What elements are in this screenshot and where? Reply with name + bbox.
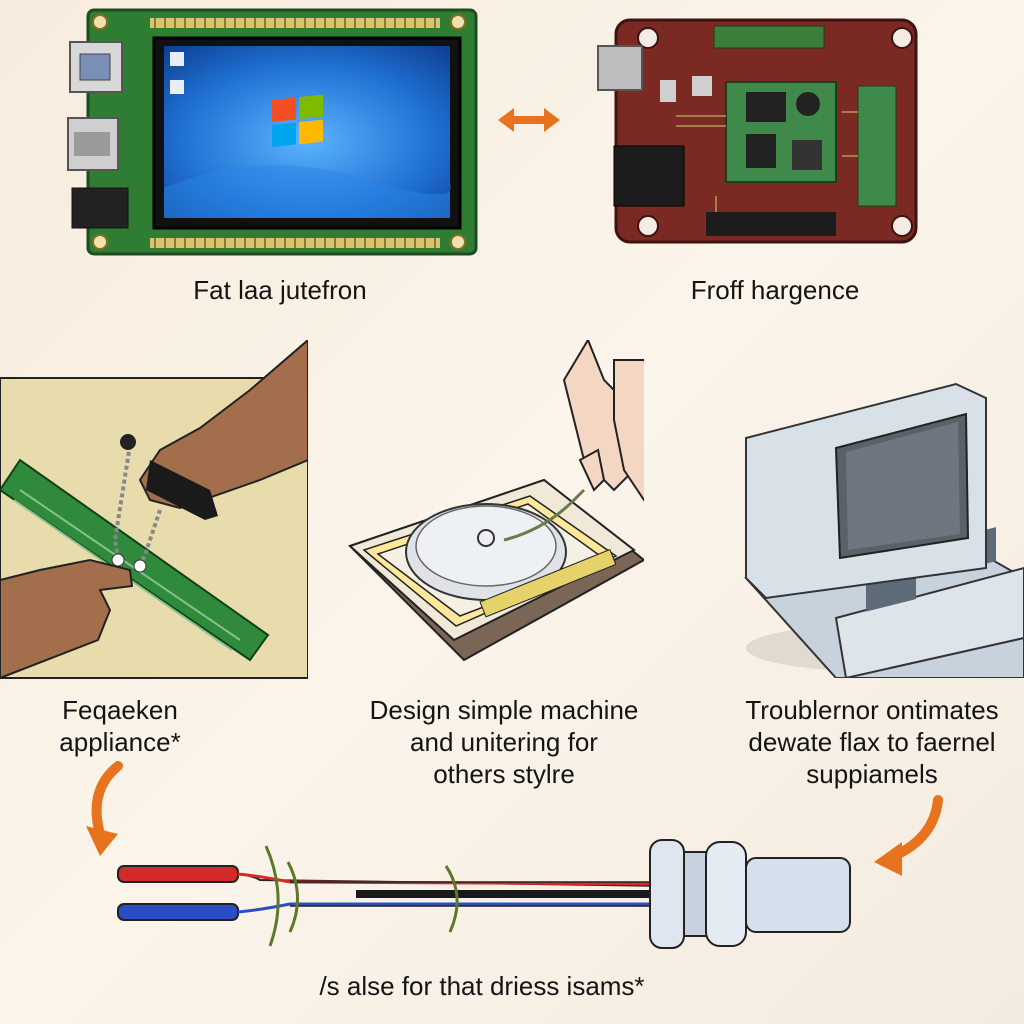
caption-mid-left-line2: appliance* [59,727,181,757]
caption-mid-right: Troublernor ontimates dewate flax to fae… [720,694,1024,790]
caption-mid-left-line1: Feqaeken [62,695,178,725]
lcd-board-illustration [60,8,480,258]
computer-terminal-illustration [736,378,1024,678]
hard-drive-illustration [344,340,644,670]
cable-connector-illustration [110,836,870,956]
caption-mid-right-line2: dewate flax to faernel [748,727,996,757]
caption-top-right: Froff hargence [690,275,860,305]
caption-mid-center-line1: Design simple machine [369,695,639,725]
caption-mid-left: Feqaeken appliance* [20,694,220,758]
caption-bottom: /s alse for that driess isams* [319,971,645,1001]
red-circuit-board-illustration [596,16,926,248]
caption-mid-center-line3: others stylre [433,759,575,789]
double-arrow-icon [494,100,564,140]
caption-mid-right-line1: Troublernor ontimates [745,695,999,725]
caption-mid-right-line3: suppiamels [806,759,938,789]
curved-arrow-icon [868,792,948,882]
caption-top-left: Fat laa jutefron [193,275,367,305]
curved-arrow-icon [78,760,138,860]
caption-mid-center-line2: and unitering for [410,727,598,757]
windows-logo-icon [272,94,323,147]
caption-mid-center: Design simple machine and unitering for … [324,694,684,790]
hands-probing-board-illustration [0,340,308,680]
